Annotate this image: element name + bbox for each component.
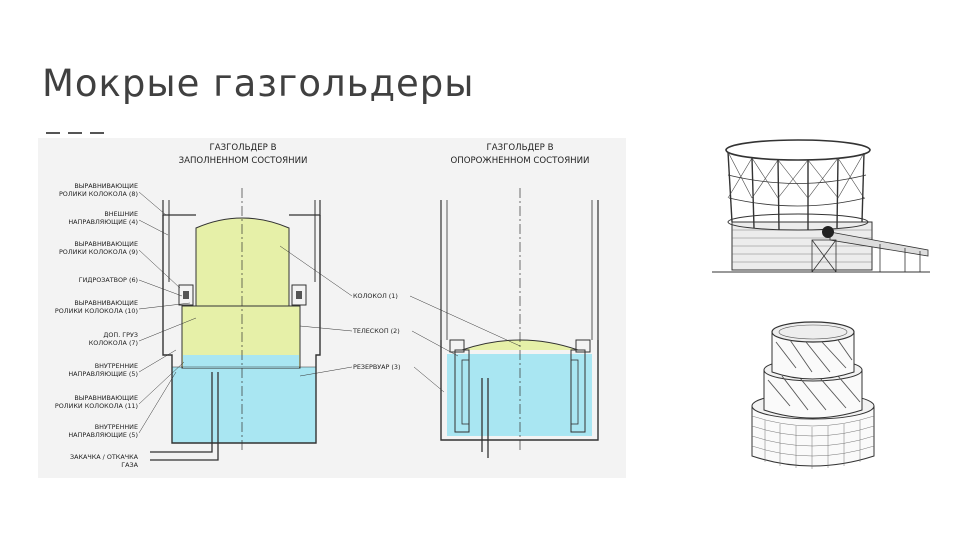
empty-header-line2: ОПОРОЖНЕННОМ СОСТОЯНИИ: [451, 156, 590, 166]
empty-gasholder: ГАЗГОЛЬДЕР В ОПОРОЖНЕННОМ СОСТОЯНИИ: [440, 143, 599, 458]
label-inner-guides-2-l2: НАПРАВЛЯЮЩИЕ (5): [68, 431, 138, 439]
label-inner-guides-1-l1: ВНУТРЕННИЕ: [95, 362, 138, 370]
left-labels: ВЫРАВНИВАЮЩИЕ РОЛИКИ КОЛОКОЛА (8) ВНЕШНИ…: [55, 182, 197, 469]
top-rim: [771, 321, 855, 343]
full-gasholder: ГАЗГОЛЬДЕР В ЗАПОЛНЕННОМ СОСТОЯНИИ: [150, 143, 321, 461]
label-rollers-10-l1: ВЫРАВНИВАЮЩИЕ: [74, 299, 138, 307]
label-outer-guides-l1: ВНЕШНИЕ: [104, 210, 138, 218]
label-rollers-8-l1: ВЫРАВНИВАЮЩИЕ: [74, 182, 138, 190]
label-rollers-9-l2: РОЛИКИ КОЛОКОЛА (9): [59, 248, 138, 256]
reservoir-walls: [162, 215, 321, 444]
label-gas-pumping-l1: ЗАКАЧКА / ОТКАЧКА: [70, 453, 139, 461]
slide-title: Мокрые газгольдеры: [42, 62, 475, 105]
telescope-water: [183, 355, 299, 368]
label-inner-guides-2-l1: ВНУТРЕННИЕ: [95, 423, 138, 431]
full-header-line2: ЗАПОЛНЕННОМ СОСТОЯНИИ: [179, 156, 308, 166]
center-labels: КОЛОКОЛ (1) ТЕЛЕСКОП (2) РЕЗЕРВУАР (3): [279, 245, 521, 393]
frame-top-ring: [725, 139, 871, 161]
label-outer-guides-l2: НАПРАВЛЯЮЩИЕ (4): [68, 218, 138, 226]
reservoir-water: [172, 367, 316, 443]
title-underline: [46, 132, 104, 134]
label-rollers-11-l1: ВЫРАВНИВАЮЩИЕ: [74, 394, 138, 402]
label-hydraulic-seal: ГИДРОЗАТВОР (6): [79, 276, 138, 284]
label-extra-load-l1: ДОП. ГРУЗ: [103, 331, 138, 339]
hydraulic-seal-right: [291, 284, 307, 306]
pipe-opening: [822, 226, 834, 238]
telescopic-gas-holder-illustration: [751, 321, 875, 469]
bell: [195, 217, 290, 319]
label-bell: КОЛОКОЛ (1): [353, 292, 398, 300]
label-extra-load-l2: КОЛОКОЛА (7): [89, 339, 138, 347]
gas-pipe-outer: [150, 372, 213, 453]
label-rollers-9-l1: ВЫРАВНИВАЮЩИЕ: [74, 240, 138, 248]
empty-reservoir-water: [447, 354, 592, 436]
label-rollers-11-l2: РОЛИКИ КОЛОКОЛА (11): [55, 402, 138, 410]
full-header-line1: ГАЗГОЛЬДЕР В: [210, 143, 277, 153]
label-rollers-10-l2: РОЛИКИ КОЛОКОЛА (10): [55, 307, 138, 315]
gas-holder-with-frame-illustration: [712, 139, 930, 273]
gas-pipe-inner: [150, 372, 219, 461]
empty-reservoir-walls: [440, 340, 599, 441]
label-gas-pumping-l2: ГАЗА: [121, 461, 138, 469]
label-rollers-8-l2: РОЛИКИ КОЛОКОЛА (8): [59, 190, 138, 198]
empty-header-line1: ГАЗГОЛЬДЕР В: [487, 143, 554, 153]
label-reservoir: РЕЗЕРВУАР (3): [353, 363, 400, 371]
label-telescope: ТЕЛЕСКОП (2): [352, 327, 400, 335]
label-inner-guides-1-l2: НАПРАВЛЯЮЩИЕ (5): [68, 370, 138, 378]
